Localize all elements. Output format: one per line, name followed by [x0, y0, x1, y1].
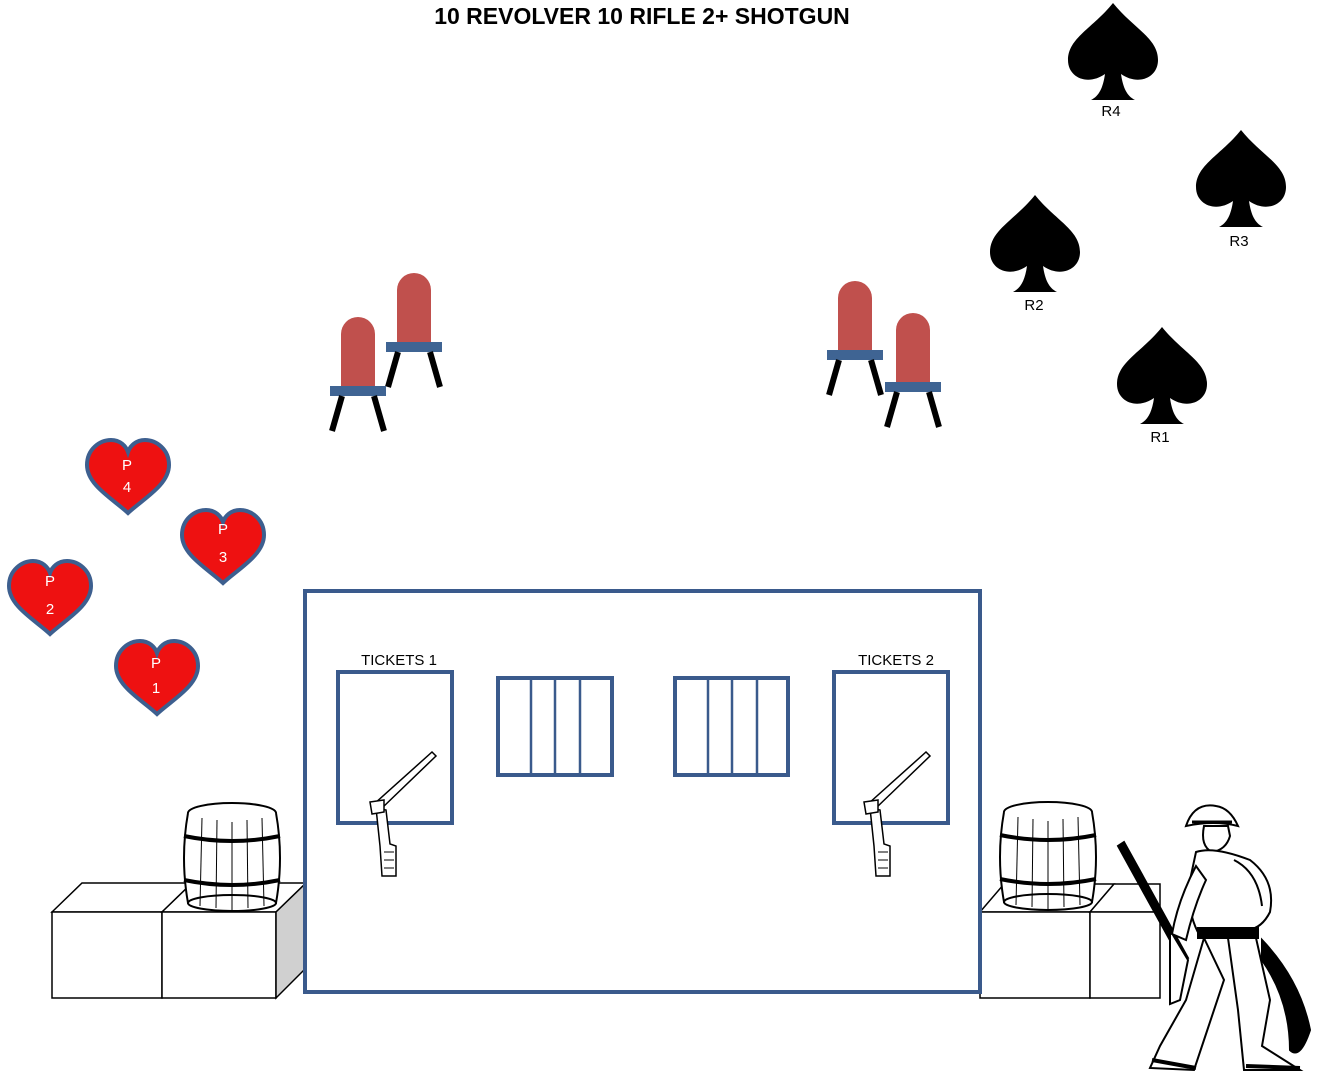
- pistol-target-letter: P: [45, 573, 55, 590]
- window-frame: [834, 672, 948, 823]
- pistol-target-number: 3: [219, 549, 227, 566]
- barred-window-right: [675, 678, 788, 775]
- rifle-target-label: R1: [1150, 429, 1169, 446]
- pistol-target-p1: P 1: [116, 641, 198, 714]
- pistol-target-letter: P: [218, 521, 228, 538]
- rifle-target-r4: R4: [1068, 3, 1158, 120]
- rifle-target-label: R4: [1101, 103, 1120, 120]
- rifle-target-r1: R1: [1117, 327, 1207, 446]
- spade-icon: [1117, 327, 1207, 424]
- spade-icon: [1068, 3, 1158, 100]
- pistol-target-number: 2: [46, 601, 54, 618]
- ticket-window-1: TICKETS 1: [338, 652, 452, 823]
- window-label: TICKETS 2: [858, 652, 934, 669]
- rifle-target-label: R2: [1024, 297, 1043, 314]
- pistol-target-p2: P 2: [9, 561, 91, 634]
- pistol-target-p4: P 4: [87, 440, 169, 513]
- window-frame: [338, 672, 452, 823]
- window-label: TICKETS 1: [361, 652, 437, 669]
- barrel-right: [1000, 802, 1096, 910]
- ticket-window-2: TICKETS 2: [834, 652, 948, 823]
- knockdown-target: [386, 273, 442, 387]
- spade-icon: [1196, 130, 1286, 227]
- rifle-target-label: R3: [1229, 233, 1248, 250]
- knockdown-target: [827, 281, 883, 395]
- stage-title: 10 REVOLVER 10 RIFLE 2+ SHOTGUN: [434, 3, 850, 29]
- barrel-left: [184, 803, 280, 911]
- pistol-target-p3: P 3: [182, 510, 264, 583]
- spade-icon: [990, 195, 1080, 292]
- heart-icon: [9, 561, 91, 634]
- rifle-target-r2: R2: [990, 195, 1080, 314]
- rifle-target-r3: R3: [1196, 130, 1286, 250]
- pistol-target-number: 1: [152, 680, 160, 697]
- heart-icon: [116, 641, 198, 714]
- barred-window-left: [498, 678, 612, 775]
- heart-icon: [87, 440, 169, 513]
- knockdown-target: [885, 313, 941, 427]
- pistol-target-letter: P: [151, 655, 161, 672]
- pistol-target-number: 4: [123, 479, 131, 496]
- knockdown-target: [330, 317, 386, 431]
- pistol-target-letter: P: [122, 457, 132, 474]
